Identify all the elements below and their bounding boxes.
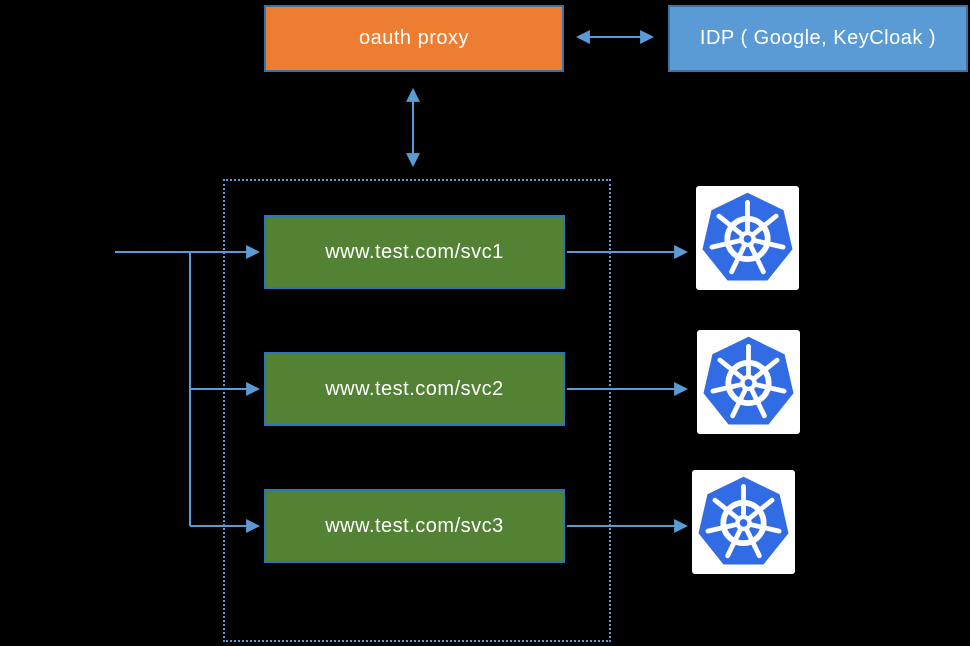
service-label-svc3: www.test.com/svc3	[325, 514, 504, 537]
service-box-svc2: www.test.com/svc2	[264, 352, 565, 426]
service-label-svc1: www.test.com/svc1	[325, 240, 504, 263]
kubernetes-icon	[697, 330, 800, 434]
idp-label: IDP ( Google, KeyCloak )	[699, 27, 937, 49]
service-box-svc1: www.test.com/svc1	[264, 215, 565, 289]
service-label-svc2: www.test.com/svc2	[325, 377, 504, 400]
idp-box: IDP ( Google, KeyCloak )	[668, 5, 968, 72]
oauth-proxy-box: oauth proxy	[264, 5, 564, 72]
service-box-svc3: www.test.com/svc3	[264, 489, 565, 563]
cluster-boundary-box	[223, 179, 611, 642]
oauth-proxy-label: oauth proxy	[358, 27, 469, 49]
kubernetes-icon	[692, 470, 795, 574]
kubernetes-icon	[696, 186, 799, 290]
